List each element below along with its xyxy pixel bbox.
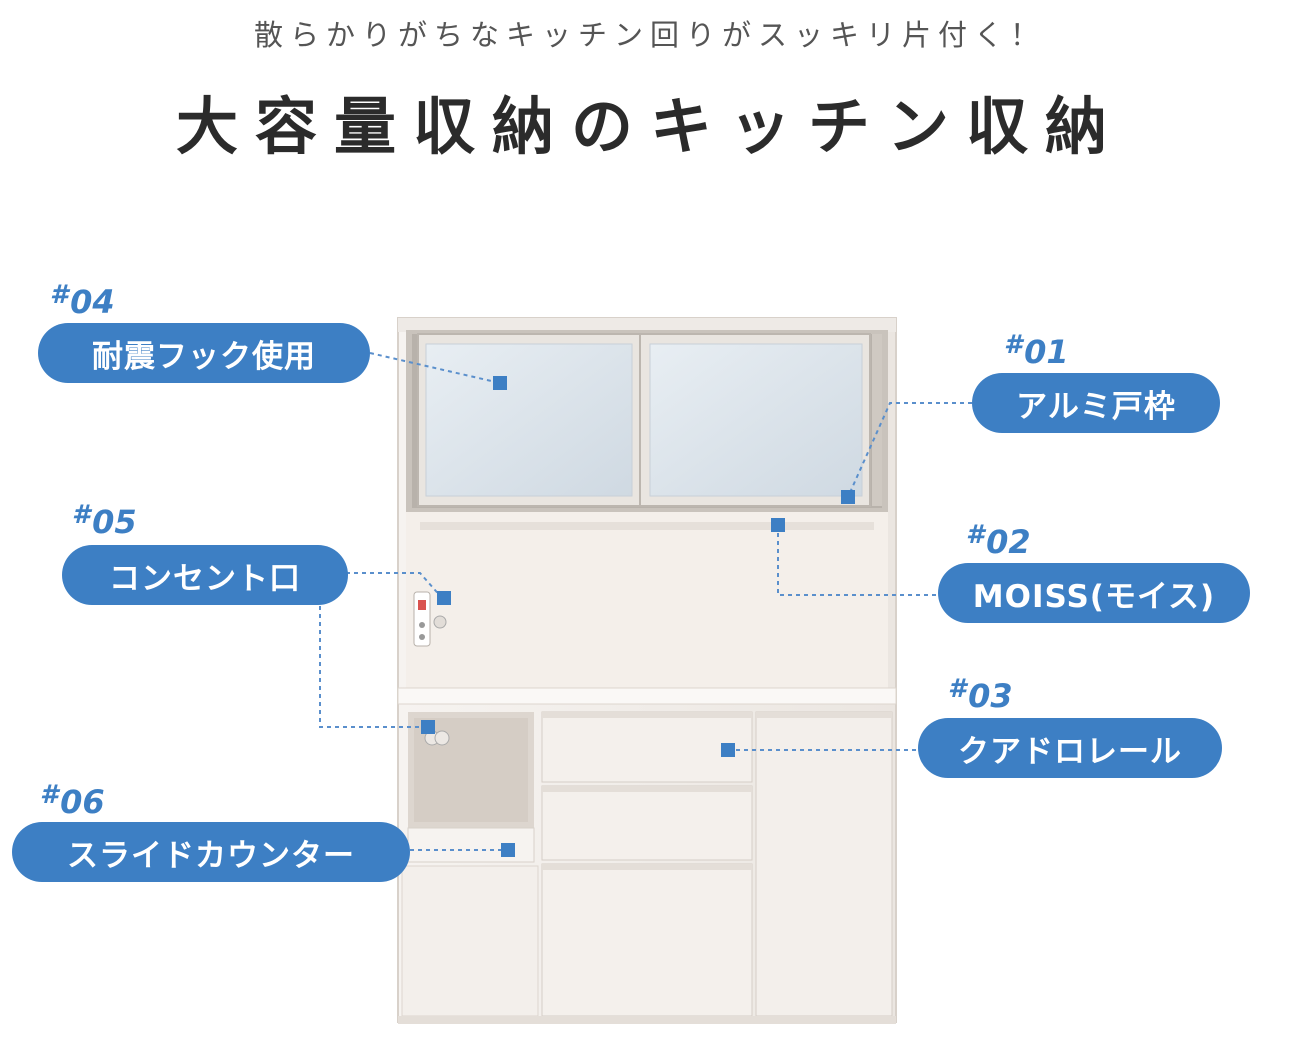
callout-05-number: #05: [72, 500, 137, 541]
lower-left-door: [401, 865, 539, 1017]
callout-02-number: #02: [966, 520, 1031, 561]
callout-03-number: #03: [948, 674, 1013, 715]
cabinet-crown: [398, 318, 896, 332]
markers: [421, 376, 855, 857]
subtitle: 散らかりがちなキッチン回りがスッキリ片付く！: [253, 18, 1046, 52]
drawer-3: [541, 863, 753, 1017]
open-shelf: [406, 512, 888, 688]
callout-01-number: #01: [1004, 330, 1069, 371]
callout-06-label: スライドカウンター: [12, 822, 410, 882]
slide-counter: [407, 827, 535, 863]
callout-02-label: MOISS(モイス): [938, 563, 1250, 623]
page-title: 大容量収納のキッチン収納: [175, 90, 1124, 163]
callout-04-number: #04: [50, 280, 115, 321]
callout-05-label: コンセント口: [62, 545, 348, 605]
lower-right-door: [755, 711, 893, 1017]
counter-top: [397, 687, 897, 705]
leader-lines: [319, 352, 972, 851]
callout-01-label: アルミ戸枠: [972, 373, 1220, 433]
callout-04-label: 耐震フック使用: [38, 323, 370, 383]
callout-06-number: #06: [40, 780, 105, 821]
drawer-1: [541, 711, 753, 783]
drawer-2: [541, 785, 753, 861]
callout-04b-label: クアドロレール: [918, 718, 1222, 778]
plinth: [398, 1016, 896, 1024]
